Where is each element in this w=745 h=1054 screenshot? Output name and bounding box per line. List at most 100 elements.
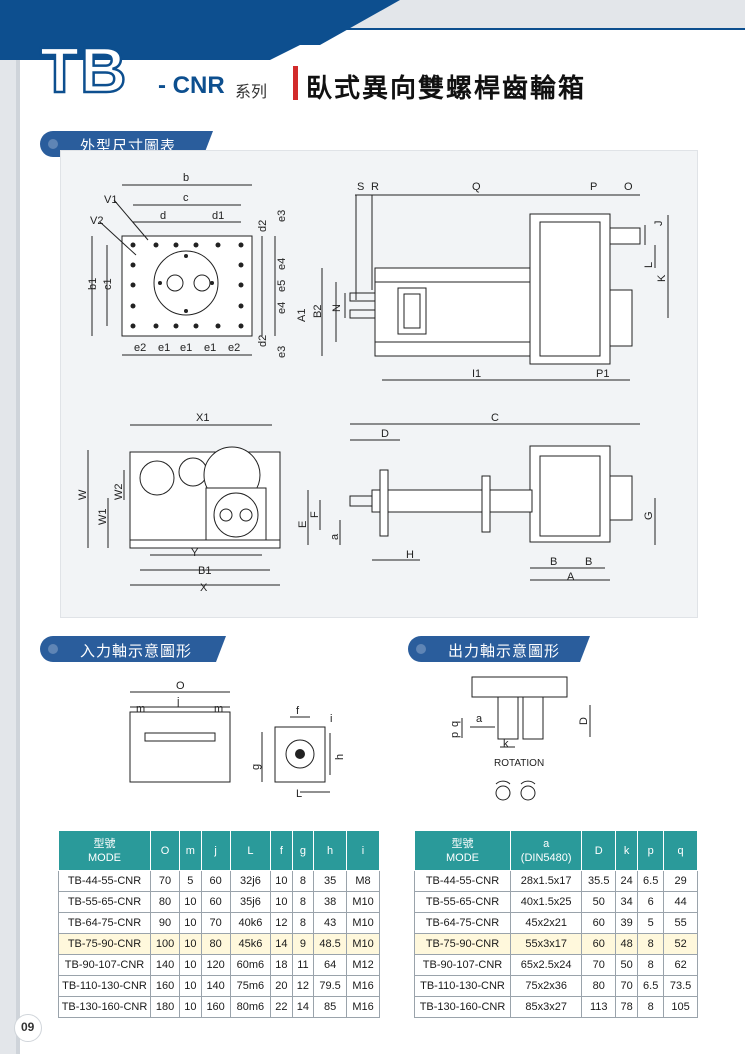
value-cell: M16 <box>346 975 380 997</box>
header-j: j <box>200 830 231 871</box>
value-cell: 35j6 <box>229 891 272 913</box>
header-f: f <box>270 830 293 871</box>
series-label: 系列 <box>235 84 268 101</box>
model-cell: TB-90-107-CNR <box>58 954 151 976</box>
value-cell: 10 <box>179 933 202 955</box>
value-cell: 29 <box>663 870 698 892</box>
label-b1-side: B1 <box>198 565 211 577</box>
label-e3-top: e3 <box>276 210 288 222</box>
model-cell: TB-130-160-CNR <box>58 996 151 1018</box>
label-s: S <box>357 181 364 193</box>
tab-input-shaft-label: 入力軸示意圖形 <box>80 643 193 660</box>
label-a1: A1 <box>296 309 308 322</box>
value-cell: 28x1.5x17 <box>509 870 583 892</box>
label-r: R <box>371 181 379 193</box>
value-cell: M10 <box>346 933 380 955</box>
model-cell: TB-75-90-CNR <box>414 933 511 955</box>
value-cell: 9 <box>291 933 315 955</box>
value-cell: 22 <box>270 996 293 1018</box>
output-table-header: 型號 MODE a (DIN5480) D k p q <box>414 830 698 871</box>
label-w1: W1 <box>97 509 109 526</box>
model-cell: TB-44-55-CNR <box>58 870 151 892</box>
label-d2-bottom: d2 <box>257 335 269 347</box>
model-cell: TB-110-130-CNR <box>414 975 511 997</box>
label-e4-bottom: e4 <box>276 302 288 314</box>
model-cell: TB-55-65-CNR <box>414 891 511 913</box>
label-d-output: D <box>578 717 590 725</box>
value-cell: 73.5 <box>663 975 698 997</box>
side-view <box>87 424 281 586</box>
value-cell: 90 <box>149 912 181 934</box>
value-cell: 24 <box>615 870 639 892</box>
value-cell: 10 <box>270 891 293 913</box>
value-cell: 80 <box>149 891 181 913</box>
value-cell: 20 <box>270 975 293 997</box>
label-b1: b1 <box>87 278 99 290</box>
value-cell: 38 <box>313 891 348 913</box>
label-y: Y <box>191 547 199 559</box>
value-cell: 113 <box>581 996 617 1018</box>
model-cell: TB-130-160-CNR <box>414 996 511 1018</box>
label-w: W <box>77 489 89 500</box>
label-j-input: j <box>176 696 179 708</box>
value-cell: 14 <box>270 933 293 955</box>
label-f-input: f <box>296 705 300 717</box>
tab-dot-icon <box>416 644 426 654</box>
value-cell: 8 <box>637 954 665 976</box>
value-cell: 160 <box>200 996 231 1018</box>
label-p: P <box>590 181 597 193</box>
value-cell: 48.5 <box>313 933 348 955</box>
value-cell: 85 <box>313 996 348 1018</box>
value-cell: 8 <box>637 933 665 955</box>
banner-shape <box>0 0 745 60</box>
label-a-elev-2: A <box>567 571 575 583</box>
value-cell: 60 <box>200 891 231 913</box>
label-q-output: q <box>449 721 461 727</box>
input-shaft-drawing <box>129 691 331 793</box>
tab-dot-icon <box>48 644 58 654</box>
value-cell: 75x2x36 <box>509 975 583 997</box>
value-cell: M10 <box>346 912 380 934</box>
input-table-header: 型號 MODE O m j L f g h i <box>58 830 380 871</box>
value-cell: 10 <box>179 996 202 1018</box>
label-v1: V1 <box>104 194 117 206</box>
label-f: F <box>309 511 321 518</box>
label-m-right: m <box>214 703 223 715</box>
label-n: N <box>331 304 343 312</box>
label-j: J <box>653 221 665 227</box>
value-cell: 43 <box>313 912 348 934</box>
logo-cnr: - CNR <box>158 72 225 99</box>
label-h: H <box>406 549 414 561</box>
value-cell: 6.5 <box>637 870 665 892</box>
tab-output-shaft: 出力軸示意圖形 <box>408 636 590 662</box>
value-cell: 100 <box>149 933 181 955</box>
label-c: c <box>183 192 189 204</box>
header-a-din: a (DIN5480) <box>509 830 583 871</box>
value-cell: 10 <box>179 891 202 913</box>
label-m-left: m <box>136 703 145 715</box>
value-cell: 5 <box>637 912 665 934</box>
value-cell: 8 <box>291 891 315 913</box>
label-b2: B2 <box>312 305 324 318</box>
value-cell: 70 <box>581 954 617 976</box>
value-cell: 11 <box>291 954 315 976</box>
value-cell: 105 <box>663 996 698 1018</box>
value-cell: 44 <box>663 891 698 913</box>
output-shaft-table: 型號 MODE a (DIN5480) D k p q TB-44-55-CNR… <box>414 830 698 1018</box>
value-cell: 5 <box>179 870 202 892</box>
value-cell: 45k6 <box>229 933 272 955</box>
value-cell: 55x3x17 <box>509 933 583 955</box>
label-k-output: k <box>503 738 509 750</box>
label-q: Q <box>472 181 481 193</box>
value-cell: 50 <box>615 954 639 976</box>
value-cell: 140 <box>149 954 181 976</box>
label-x: X <box>200 582 208 594</box>
header-h: h <box>313 830 348 871</box>
label-b-elev-1: B <box>550 556 557 568</box>
front-view <box>91 184 276 356</box>
